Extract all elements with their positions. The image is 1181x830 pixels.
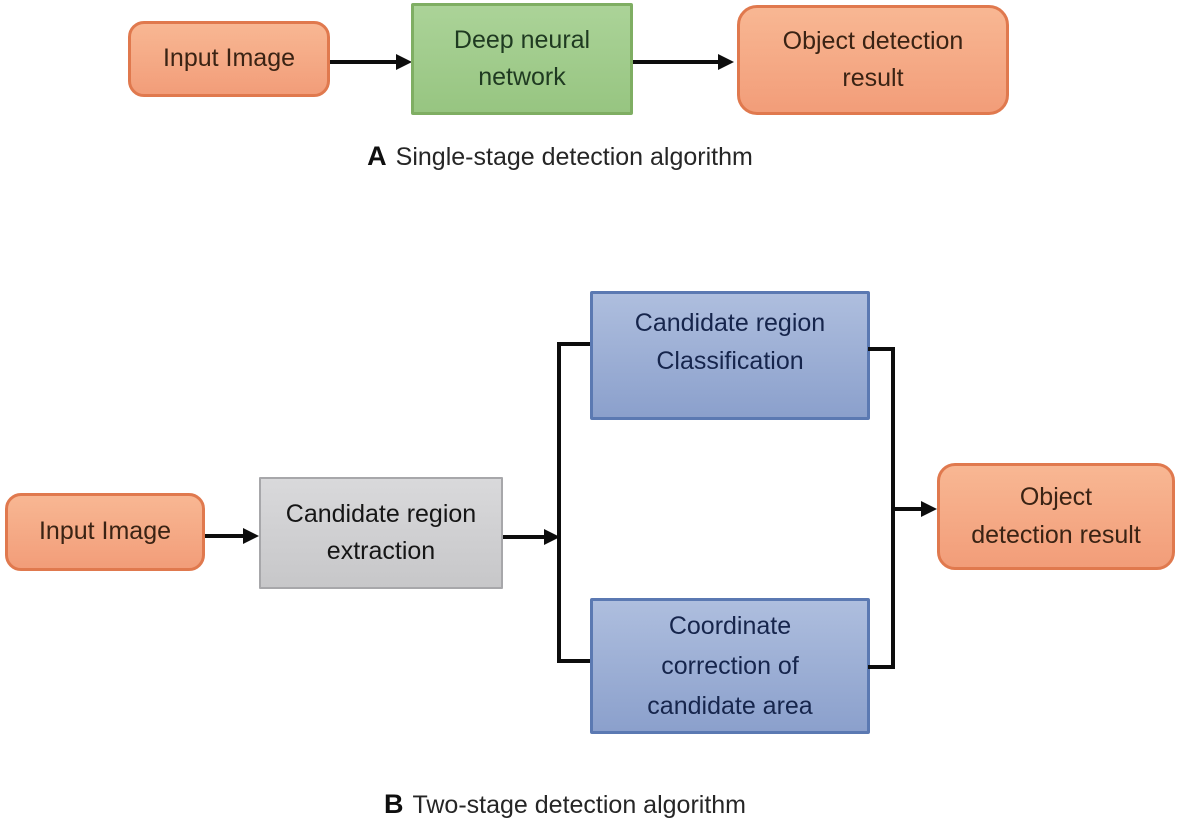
caption-letter-a: A [367, 141, 387, 171]
node-coordinate-correction: Coordinate correction of candidate area [590, 598, 870, 734]
node-deep-neural-network: Deep neural network [411, 3, 633, 115]
arrow-head-network-to-result [718, 54, 734, 70]
arrow-head-extraction-to-split [544, 529, 560, 545]
node-object-detection-result-b: Object detection result [937, 463, 1175, 570]
arrow-head-input-to-extraction [243, 528, 259, 544]
arrow-head-input-to-network [396, 54, 412, 70]
merge-bracket-from-correction [868, 665, 895, 669]
caption-single-stage: A Single-stage detection algorithm [270, 141, 850, 172]
node-candidate-region-classification: Candidate region Classification [590, 291, 870, 420]
node-input-image-b: Input Image [5, 493, 205, 571]
caption-letter-b: B [383, 789, 404, 819]
arrow-head-merge-to-result [921, 501, 937, 517]
caption-text-a: Single-stage detection algorithm [395, 143, 753, 171]
arrow-line-input-to-network [330, 60, 398, 64]
node-candidate-region-extraction: Candidate region extraction [259, 477, 503, 589]
arrow-line-extraction-to-split [503, 535, 545, 539]
caption-two-stage: B Two-stage detection algorithm [275, 789, 855, 820]
arrow-line-input-to-extraction [205, 534, 244, 538]
node-object-detection-result-a: Object detection result [737, 5, 1009, 115]
split-bracket-to-correction [557, 659, 590, 663]
merge-bracket-from-classification [868, 347, 895, 351]
split-bracket-vertical [557, 342, 561, 663]
split-bracket-to-classification [557, 342, 590, 346]
merge-bracket-vertical [891, 347, 895, 669]
arrow-line-merge-to-result [895, 507, 922, 511]
caption-text-b: Two-stage detection algorithm [412, 791, 746, 819]
node-input-image-a: Input Image [128, 21, 330, 97]
arrow-line-network-to-result [633, 60, 719, 64]
